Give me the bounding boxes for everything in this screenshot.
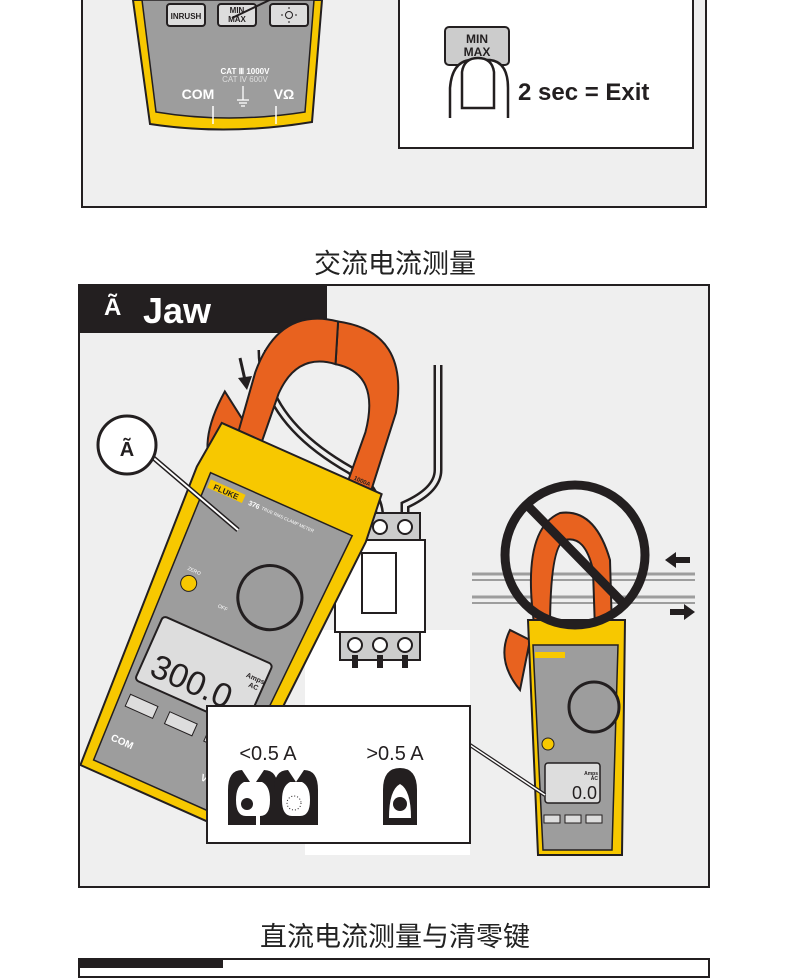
ac-current-symbol: Ã <box>104 294 122 321</box>
section-heading-ac: 交流电流测量 <box>314 249 476 280</box>
ground-icon <box>237 86 249 107</box>
minmax-label-1: MIN <box>230 6 245 15</box>
clamp-meter-ac: 1000A FLUKE 376 TRUE RMS CLAMP METER ZER… <box>79 317 400 830</box>
ac-function-callout <box>96 414 158 476</box>
jaw-off-center-icon <box>228 770 278 825</box>
cat-rating-2: CAT Ⅳ 600V <box>222 75 268 84</box>
callout-minmax-2: MAX <box>464 45 491 59</box>
cat-rating-1: CAT Ⅲ 1000V <box>221 67 271 76</box>
off-label: OFF <box>217 603 229 613</box>
high-current-label: >0.5 A <box>366 743 424 765</box>
vohm-terminal-label: VΩ <box>274 86 295 102</box>
wrong-display-reading: 0.0 <box>572 783 597 803</box>
inrush-button[interactable] <box>166 3 206 27</box>
jaw-centered-icon <box>383 768 417 825</box>
exit-instruction: 2 sec = Exit <box>518 79 649 106</box>
meter-inrush-button[interactable] <box>124 693 159 720</box>
top-meter-illustration: INRUSH MIN MAX CAT Ⅲ 1000V CAT Ⅳ 600V CO… <box>131 0 694 149</box>
section-heading-dc: 直流电流测量与清零键 <box>260 922 530 953</box>
current-direction-arrow <box>238 357 252 390</box>
prohibited-icon <box>500 480 650 630</box>
meter-minmax-button[interactable] <box>163 711 198 737</box>
circuit-breaker <box>334 512 426 668</box>
com-terminal-label: COM <box>182 86 215 102</box>
exit-callout-box <box>398 0 694 149</box>
inrush-label: INRUSH <box>171 12 202 21</box>
clamp-meter-wrong: Amps AC 0.0 <box>472 511 695 856</box>
minmax-label-2: MAX <box>228 15 246 24</box>
rotary-dial[interactable] <box>228 555 312 639</box>
ac-jaw-tab: Ã Jaw <box>78 284 327 333</box>
current-flow-arrows <box>665 552 695 620</box>
zero-button[interactable] <box>178 573 199 594</box>
backlight-icon <box>281 7 297 23</box>
low-current-label: <0.5 A <box>239 743 297 765</box>
dc-section-tab <box>78 958 223 968</box>
callout-minmax-1: MIN <box>466 32 488 46</box>
jaw-label: Jaw <box>143 290 212 331</box>
backlight-button[interactable] <box>269 3 309 27</box>
lcd-display <box>135 616 273 729</box>
wrong-display-unit: Amps <box>584 771 598 777</box>
wrong-meter-lcd <box>544 762 601 804</box>
callout-ac-symbol: Ã <box>120 438 134 461</box>
zero-label: ZERO <box>186 566 201 577</box>
wrong-display-mode: AC <box>591 776 599 782</box>
wrong-meter-dial[interactable] <box>567 680 621 734</box>
model-number: 376 <box>247 500 261 511</box>
jaw-dotted-icon <box>274 770 318 825</box>
finger-press-icon <box>448 56 510 118</box>
display-mode: AC <box>247 682 259 693</box>
